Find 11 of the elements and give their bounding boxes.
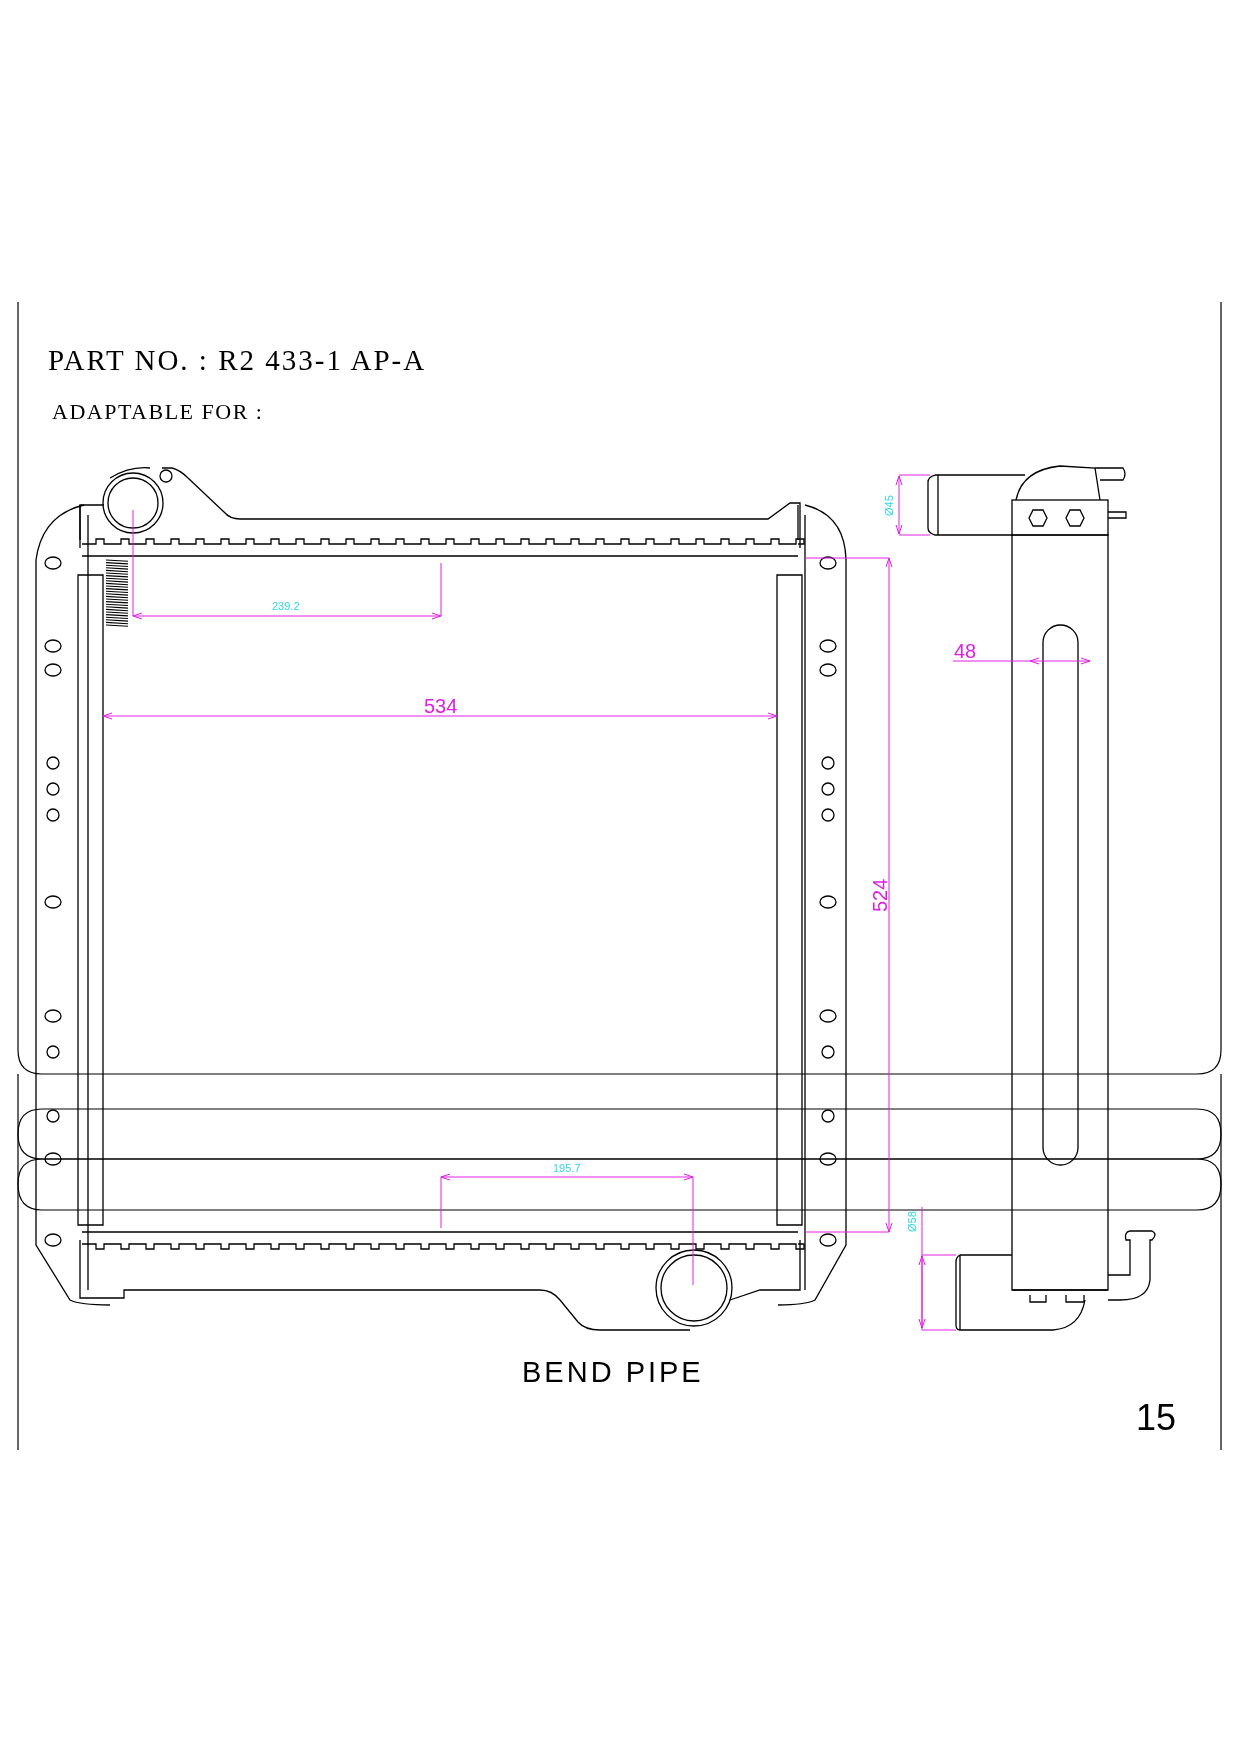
dimension-value: 48 xyxy=(954,641,977,661)
dimension-value: 524 xyxy=(870,878,890,912)
page-number: 15 xyxy=(1136,1400,1177,1436)
adaptable-for-label: ADAPTABLE FOR : xyxy=(52,401,264,423)
dimension-value: 195.7 xyxy=(553,1163,581,1174)
part-number-title: PART NO. : R2 433-1 AP-A xyxy=(48,346,427,375)
dimension-value: Ø45 xyxy=(884,495,895,516)
dimension-value: Ø58 xyxy=(907,1211,918,1232)
dimension-value: 239.2 xyxy=(272,601,300,612)
application-label: BEND PIPE xyxy=(522,1358,704,1387)
dimension-value: 534 xyxy=(424,696,458,716)
